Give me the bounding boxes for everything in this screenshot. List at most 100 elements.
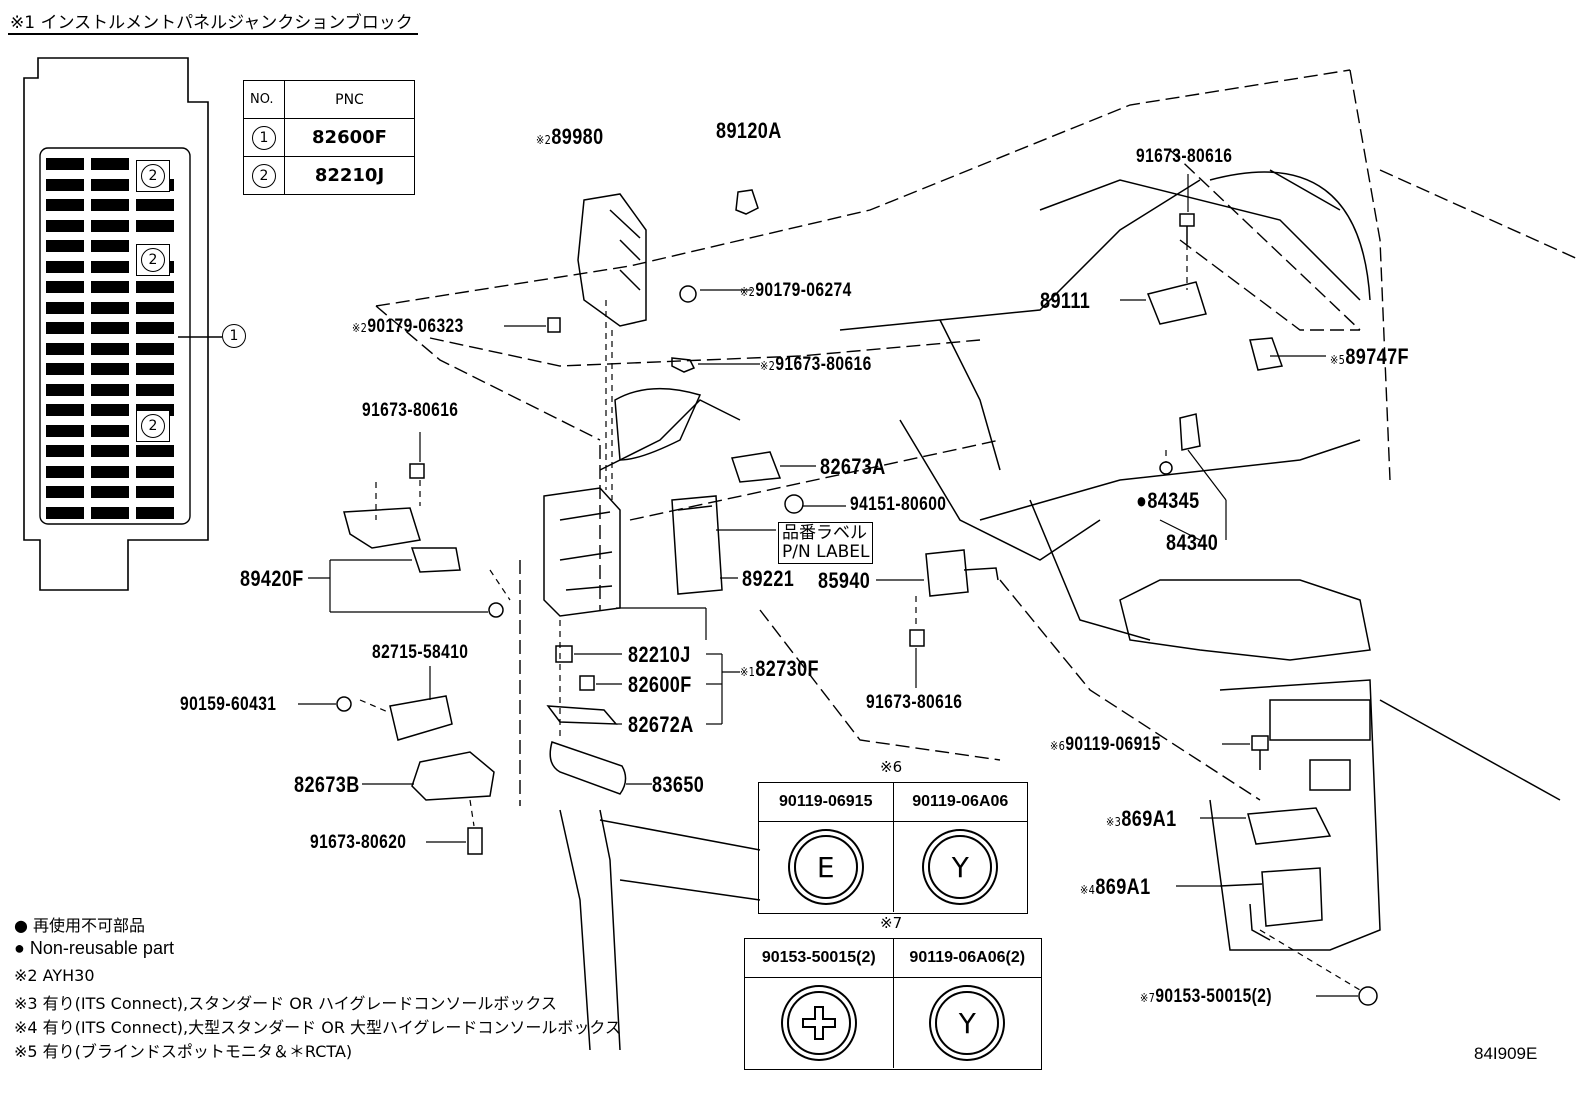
fuse-cell — [46, 281, 84, 293]
note-non-reusable-jp: ● 再使用不可部品 — [14, 916, 146, 935]
page-title: ※1 インストルメントパネルジャンクションブロック — [10, 13, 413, 33]
bracket-82715-58410-shape — [389, 695, 453, 741]
fuse-cell — [46, 322, 84, 334]
part-label-84345[interactable]: ●84345 — [1136, 488, 1200, 513]
fuse-cell — [46, 383, 84, 396]
clip-84345-shape — [1179, 413, 1201, 451]
fuse-cell — [91, 219, 129, 232]
junction-block-outline — [23, 57, 209, 591]
module-89980-shape — [577, 193, 647, 327]
part-label-82672A[interactable]: 82672A — [628, 712, 694, 737]
ecu-89221-shape — [671, 495, 723, 595]
fuse-cell — [91, 404, 129, 416]
fuse-cell — [91, 424, 129, 437]
fuse-cell — [136, 281, 174, 293]
part-label-869A1-a[interactable]: ※3869A1 — [1106, 806, 1177, 831]
fuse-cell — [91, 199, 129, 211]
row-pnc: 82210J — [284, 156, 415, 195]
fuse-cell — [91, 363, 129, 375]
part-label-90179-06323[interactable]: ※290179-06323 — [352, 316, 464, 337]
row-no: 2 — [252, 163, 276, 188]
nut-90179-06274-shape — [679, 285, 697, 303]
part-label-82673B[interactable]: 82673B — [294, 772, 360, 797]
part-label-82600F[interactable]: 82600F — [628, 672, 692, 697]
part-label-89111[interactable]: 89111 — [1040, 288, 1091, 313]
key6-box: 90119-06915 90119-06A06 E Y — [758, 782, 1028, 914]
part-label-94151-80600[interactable]: 94151-80600 — [850, 494, 947, 515]
part-label-91673-80616-left[interactable]: 91673-80616 — [362, 400, 459, 421]
key7-col2: 90119-06A06(2) — [892, 939, 1042, 977]
part-label-91673-80616-center[interactable]: ※291673-80616 — [760, 354, 872, 375]
bolt-91673-80616-center — [671, 357, 696, 373]
fuse-cell — [136, 486, 174, 498]
nut-y-icon: Y — [928, 835, 993, 899]
part-label-91673-80616-lower[interactable]: 91673-80616 — [866, 692, 963, 713]
fuse-cell — [136, 199, 174, 211]
bracket-89420F-shape — [343, 507, 421, 549]
fuse-cell — [136, 322, 174, 334]
part-label-90159-60431[interactable]: 90159-60431 — [180, 694, 277, 715]
part-label-82673A[interactable]: 82673A — [820, 454, 886, 479]
fuse-cell — [46, 158, 84, 170]
fuse-cell — [46, 486, 84, 498]
fuse-grid — [46, 158, 176, 519]
part-label-82715-58410[interactable]: 82715-58410 — [372, 642, 469, 663]
marker-circle: 2 — [141, 248, 165, 272]
bolt-90119-06915-shape — [1251, 735, 1269, 751]
part-label-90153-50015[interactable]: ※790153-50015(2) — [1140, 986, 1272, 1007]
part-label-89747F[interactable]: ※589747F — [1330, 344, 1409, 369]
dashboard-dashed — [375, 69, 1581, 806]
bolt-91673-80616-lower — [909, 629, 925, 647]
part-label-89221[interactable]: 89221 — [742, 566, 795, 591]
tube-83650-shape — [549, 741, 627, 795]
part-label-82730F[interactable]: ※182730F — [740, 656, 819, 681]
fuse-cell — [46, 178, 84, 191]
callout-1: 1 — [222, 324, 246, 348]
note-4: ※4 有り(ITS Connect),大型スタンダード OR 大型ハイグレードコ… — [14, 1018, 621, 1037]
key6-col2: 90119-06A06 — [892, 783, 1028, 821]
figure-code: 84I909E — [1474, 1044, 1538, 1063]
sensor-89747F-shape — [1249, 337, 1284, 371]
part-label-90119-06915[interactable]: ※690119-06915 — [1050, 734, 1161, 755]
fuse-cell — [91, 445, 129, 457]
part-label-85940[interactable]: 85940 — [818, 568, 871, 593]
part-label-89120A[interactable]: 89120A — [716, 118, 782, 143]
part-label-89420F[interactable]: 89420F — [240, 566, 304, 591]
fuse-cell — [91, 322, 129, 334]
nut-94151-80600-shape — [784, 494, 804, 514]
fuse-cell — [46, 260, 84, 273]
fuse-cell — [46, 301, 84, 314]
part-label-83650[interactable]: 83650 — [652, 772, 705, 797]
note-2: ※2 AYH30 — [14, 966, 95, 985]
part-label-90179-06274[interactable]: ※290179-06274 — [740, 280, 852, 301]
dashboard-solid — [559, 169, 1561, 1051]
part-label-869A1-b[interactable]: ※4869A1 — [1080, 874, 1151, 899]
part-label-89980[interactable]: ※289980 — [536, 124, 604, 149]
junction-block-inner — [39, 147, 191, 525]
fuse-cell — [91, 178, 129, 191]
part-label-82210J[interactable]: 82210J — [628, 642, 691, 667]
note-non-reusable-en: ● Non-reusable part — [14, 938, 174, 958]
note-5: ※5 有り(ブラインドスポットモニタ＆＊RCTA) — [14, 1042, 353, 1061]
part-label-91673-80620[interactable]: 91673-80620 — [310, 832, 407, 853]
fuse-cell — [46, 219, 84, 232]
nut-y-icon: Y — [935, 991, 1000, 1055]
fuse-cell — [91, 342, 129, 355]
fuse-cell — [91, 486, 129, 498]
fuse-cell — [136, 465, 174, 478]
table-row: 2 82210J — [243, 156, 415, 195]
connector-82673B-shape — [411, 751, 495, 801]
fuse-cell — [91, 158, 129, 170]
fuse-cell — [136, 301, 174, 314]
marker-circle: 2 — [141, 414, 165, 438]
fuse-cell — [136, 342, 174, 355]
fuse-cell — [46, 404, 84, 416]
fuse-cell — [46, 424, 84, 437]
fuse-cell — [91, 260, 129, 273]
table-row: 1 82600F — [243, 118, 415, 157]
part-label-91673-80616-top[interactable]: 91673-80616 — [1136, 146, 1233, 167]
bracket-89111-shape — [1146, 281, 1207, 325]
part-label-84340[interactable]: 84340 — [1166, 530, 1219, 555]
row-pnc: 82600F — [284, 118, 415, 157]
